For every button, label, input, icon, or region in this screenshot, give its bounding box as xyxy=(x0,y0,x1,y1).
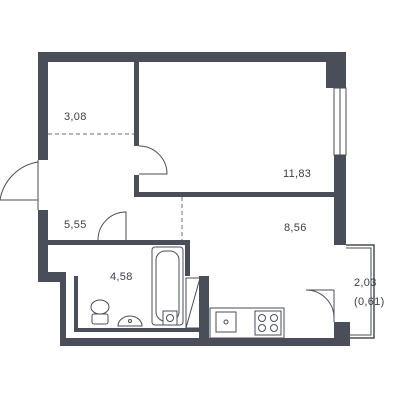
left-wall-upper xyxy=(38,52,48,160)
bathroom-door xyxy=(97,211,127,241)
bottom-wall xyxy=(60,338,350,346)
room-door xyxy=(138,145,168,175)
bathroom-top-wall xyxy=(48,240,190,245)
bathroom-area-label: 4,58 xyxy=(110,271,133,283)
balcony-reduced-area-label: (0,61) xyxy=(354,296,385,308)
room-area-label: 11,83 xyxy=(283,168,311,180)
right-wall-upper xyxy=(326,52,346,88)
toilet xyxy=(90,299,110,315)
shaft-wall xyxy=(199,276,209,338)
kitchen-area-label: 8,56 xyxy=(284,222,307,234)
corridor-area-label: 5,55 xyxy=(64,219,87,231)
left-wall-step xyxy=(38,272,66,282)
hall-area-label: 3,08 xyxy=(64,111,87,123)
bathroom-inner-left-wall xyxy=(74,276,78,332)
left-wall-lower xyxy=(38,210,48,282)
balcony-door xyxy=(305,289,335,319)
right-wall-lower xyxy=(334,322,350,346)
ventilation-shaft xyxy=(185,277,201,329)
bathroom-right-wall xyxy=(185,240,190,276)
right-wall-middle xyxy=(334,155,346,245)
stove xyxy=(254,310,282,336)
balcony-area-label: 2,03 xyxy=(354,277,377,289)
room-kitchen-partition-stub xyxy=(134,175,139,197)
bathroom-inner-bottom-wall xyxy=(74,328,204,332)
bathroom-outer-left-wall xyxy=(60,272,66,344)
entrance-door xyxy=(0,160,39,210)
balcony-outline xyxy=(346,244,375,339)
hall-room-partition xyxy=(134,52,139,146)
top-wall xyxy=(38,52,346,62)
kitchen-counter xyxy=(209,307,285,339)
room-kitchen-partition xyxy=(134,192,334,197)
